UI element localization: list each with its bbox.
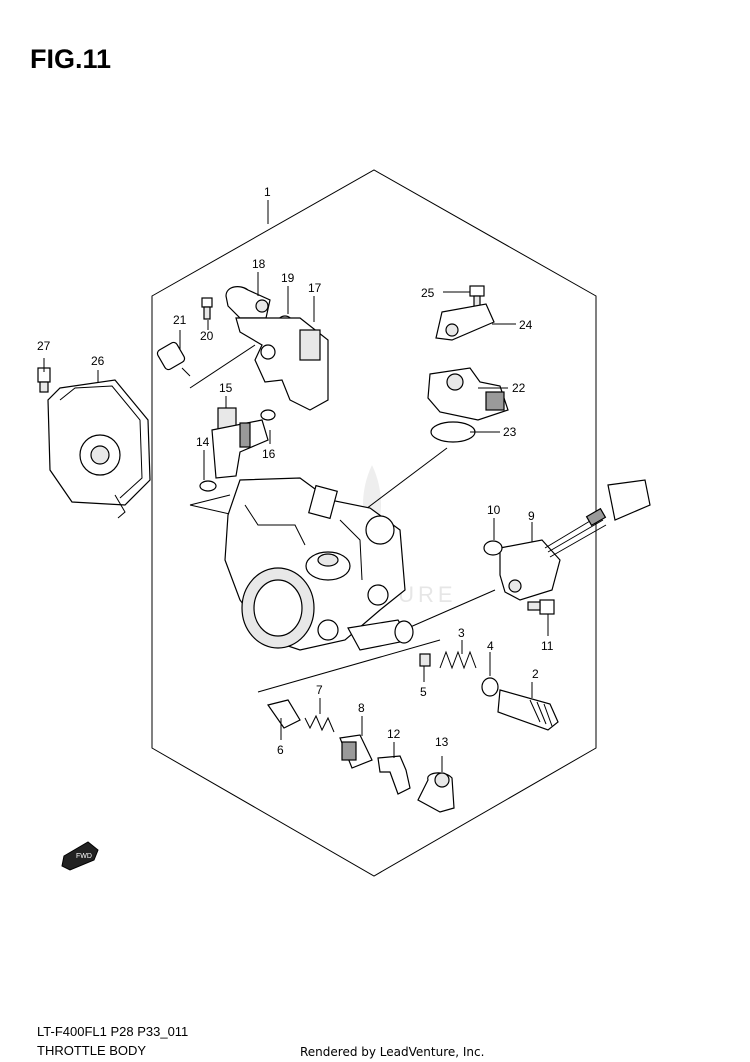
oring-part-14[interactable] [199,480,217,492]
hose-part-18[interactable] [225,286,271,319]
callout-27: 27 [37,339,51,353]
sensor-part-22[interactable] [427,367,509,421]
callout-1: 1 [264,185,271,199]
callout-25: 25 [421,286,435,300]
oring-part-10[interactable] [483,540,503,556]
callout-6: 6 [277,743,284,757]
callout-12: 12 [387,727,401,741]
callout-9: 9 [528,509,535,523]
callout-2: 2 [532,667,539,681]
cap-part-6[interactable] [267,699,301,729]
cover-part-26[interactable] [47,379,151,519]
oring-part-23[interactable] [430,421,476,443]
spring-part-7[interactable] [304,714,335,733]
callout-17: 17 [308,281,322,295]
callout-16: 16 [262,447,276,461]
leader-lines [43,200,549,772]
model-code: LT-F400FL1 P28 P33_011 [37,1024,189,1039]
callout-21: 21 [173,313,187,327]
rendered-by-credit: Rendered by LeadVenture, Inc. [300,1045,485,1059]
adjuster-part-8[interactable] [339,734,373,769]
callout-26: 26 [91,354,105,368]
callout-19: 19 [281,271,295,285]
tps-sensor-part-9[interactable] [499,479,651,601]
plug-part-21[interactable] [156,341,191,377]
throttle-body[interactable] [224,477,406,651]
callout-14: 14 [196,435,210,449]
callout-20: 20 [200,329,214,343]
callout-18: 18 [252,257,266,271]
bracket-part-24[interactable] [435,303,495,341]
fwd-arrow-icon: FWD [61,841,99,871]
sleeve-assembly[interactable] [347,619,414,651]
screw-part-2[interactable] [497,689,559,731]
pipe-part-12[interactable] [377,755,411,795]
callout-24: 24 [519,318,533,332]
callout-3: 3 [458,626,465,640]
callout-5: 5 [420,685,427,699]
callout-13: 13 [435,735,449,749]
screw-part-25[interactable] [469,285,485,309]
callout-22: 22 [512,381,526,395]
callout-4: 4 [487,639,494,653]
oring-part-4[interactable] [481,677,499,697]
screw-part-11[interactable] [527,599,555,615]
screw-part-20[interactable] [201,297,213,320]
callout-10: 10 [487,503,501,517]
callout-15: 15 [219,381,233,395]
callout-7: 7 [316,683,323,697]
screw-part-5[interactable] [419,653,431,667]
assembly-frame [151,169,597,877]
callout-23: 23 [503,425,517,439]
screw-part-27[interactable] [37,367,51,393]
fwd-label: FWD [76,853,92,860]
figure-title: FIG.11 [30,44,112,74]
injector-part-15[interactable] [211,407,269,479]
fuel-pipe-part-17[interactable] [235,317,329,411]
elbow-part-13[interactable] [417,772,455,813]
spring-part-3[interactable] [439,650,477,670]
callout-11: 11 [541,639,554,653]
section-name: THROTTLE BODY [37,1043,147,1058]
oring-part-16[interactable] [260,409,276,421]
callout-8: 8 [358,701,365,715]
